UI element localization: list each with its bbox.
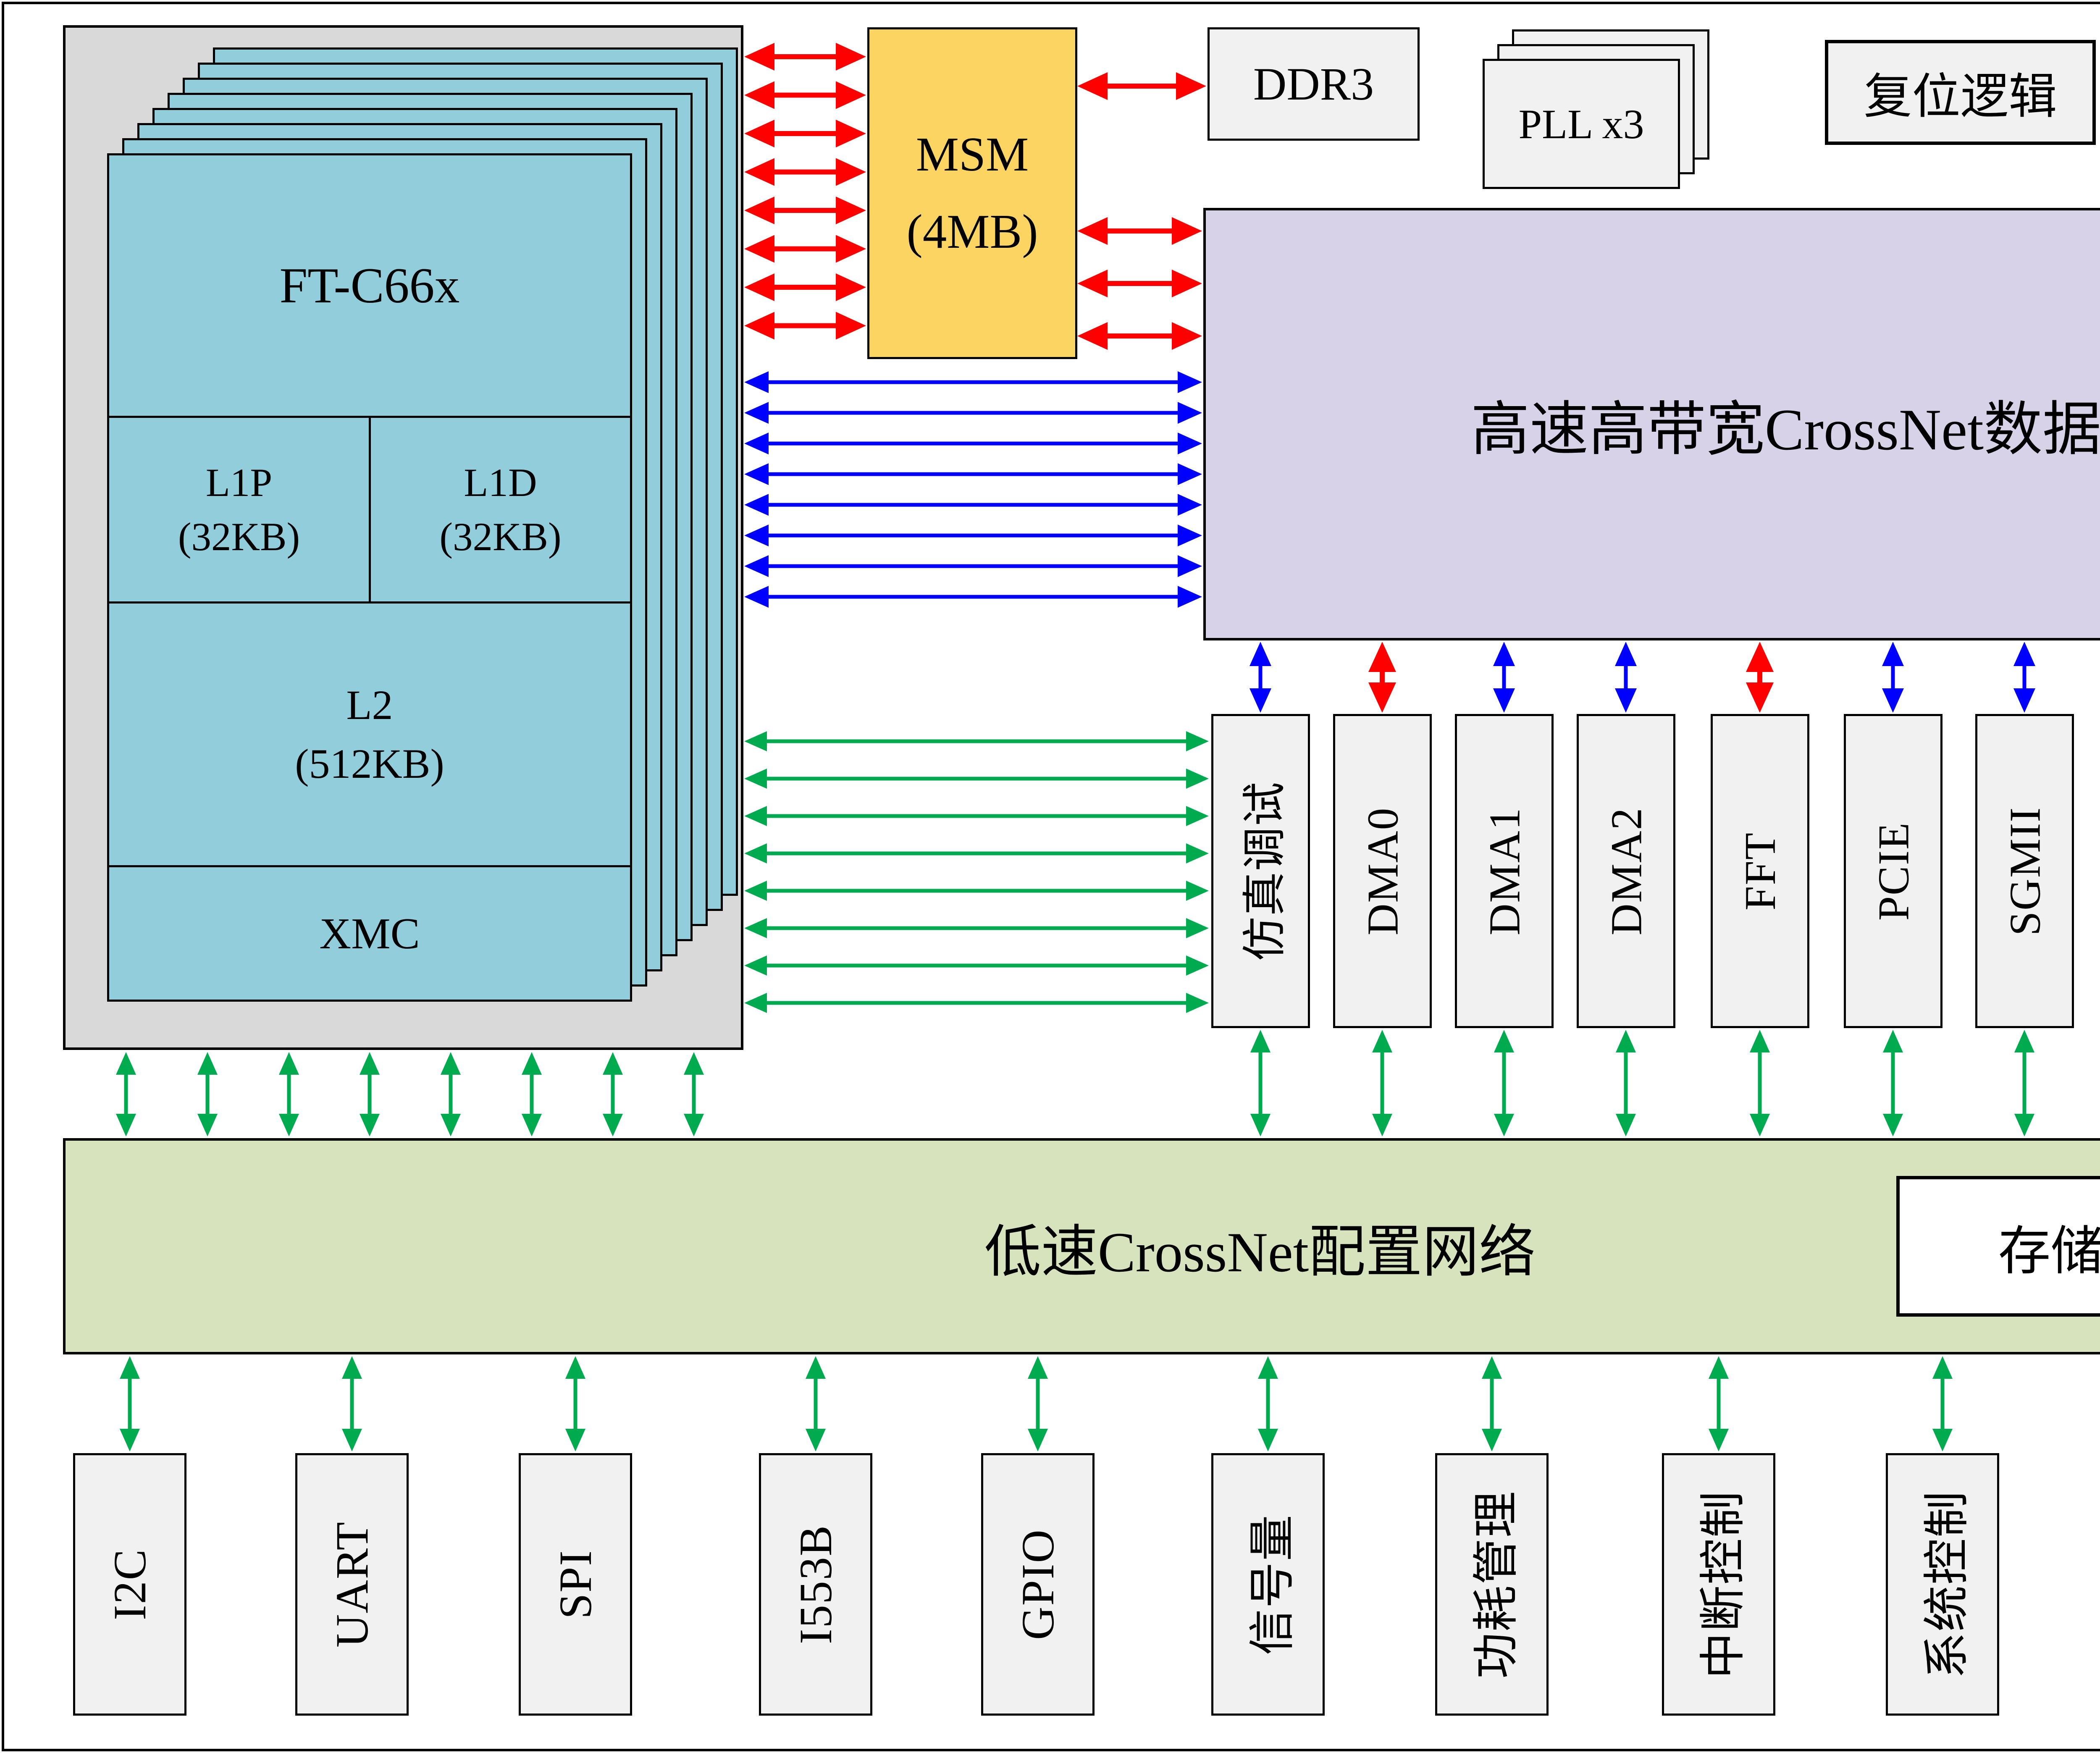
pll-block: PLL x3 — [1483, 59, 1680, 189]
divider — [109, 865, 630, 867]
block-i2c: I2C — [73, 1453, 186, 1716]
block-sgmii: SGMII — [1975, 714, 2074, 1028]
block-dma2: DMA2 — [1577, 714, 1675, 1028]
config-network-block — [63, 1138, 2100, 1354]
block-emulation-debug: 仿真调试 — [1211, 714, 1310, 1028]
data-network-block: 高速高带宽CrossNet数据网络 — [1203, 208, 2100, 640]
core-front-sheet: FT-C66x L1P (32KB) L1D (32KB) L2 (512KB)… — [107, 153, 632, 1002]
l1p-cache: L1P (32KB) — [178, 460, 300, 559]
reset-logic-block: 复位逻辑 — [1825, 40, 2096, 145]
block-pcie: PCIE — [1844, 714, 1942, 1028]
divider — [109, 416, 630, 418]
block-system-control: 系统控制 — [1886, 1453, 1999, 1716]
block-fft: FFT — [1711, 714, 1809, 1028]
divider — [109, 601, 630, 604]
config-network-label: 低速CrossNet配置网络 — [984, 1221, 1536, 1284]
l2-cache: L2 (512KB) — [295, 681, 444, 787]
l1d-cache: L1D (32KB) — [439, 460, 562, 559]
block-power-management: 功耗管理 — [1435, 1453, 1549, 1716]
xmc-unit: XMC — [319, 909, 420, 958]
block-interrupt-control: 中断控制 — [1662, 1453, 1775, 1716]
block-semaphore: 信号量 — [1211, 1453, 1325, 1716]
ddr3-block: DDR3 — [1208, 27, 1420, 141]
block-gpio: GPIO — [981, 1453, 1095, 1716]
data-network-label: 高速高带宽CrossNet数据网络 — [1470, 397, 2100, 462]
memory-protect-block: 存储保护 — [1896, 1176, 2100, 1317]
divider — [369, 418, 371, 601]
block-uart: UART — [295, 1453, 409, 1716]
core-name-label: FT-C66x — [279, 257, 460, 313]
block-dma0: DMA0 — [1333, 714, 1432, 1028]
block-i553b: I553B — [759, 1453, 872, 1716]
block-spi: SPI — [519, 1453, 632, 1716]
memory-protect-label: 存储保护 — [1998, 1223, 2100, 1281]
block-dma1: DMA1 — [1455, 714, 1554, 1028]
msm-memory: MSM (4MB) — [867, 27, 1077, 359]
